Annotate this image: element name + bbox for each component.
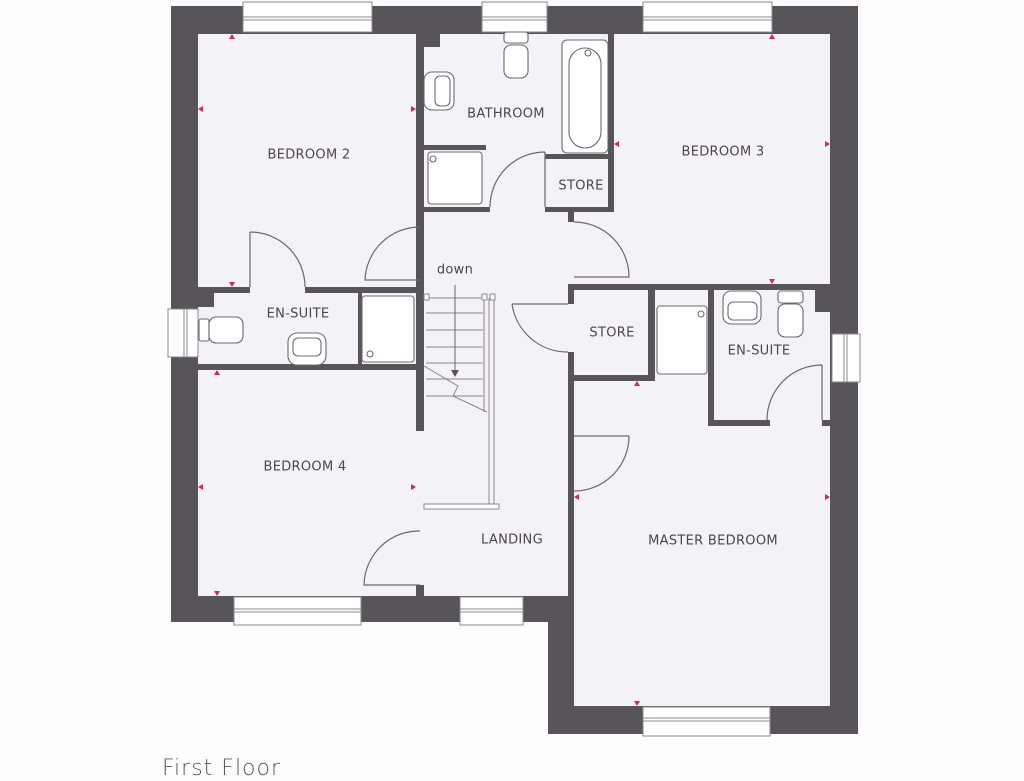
stairs-direction-label: down — [436, 262, 474, 278]
window-en-suite-2 — [831, 333, 861, 383]
room-label-store-2: STORE — [589, 325, 635, 341]
door-bedroom-2-landing — [364, 226, 421, 281]
room-label-bathroom: BATHROOM — [467, 106, 545, 122]
window-bathroom — [481, 1, 548, 33]
shower-tray — [656, 305, 708, 375]
door-bathroom — [489, 151, 546, 208]
interior-walls — [198, 34, 830, 620]
staircase — [423, 285, 500, 510]
fixtures — [198, 31, 804, 375]
door-bedroom-2 — [249, 231, 306, 288]
window-en-suite-1 — [167, 308, 199, 358]
toilet-bowl — [208, 316, 244, 344]
stairs-down-arrow-icon — [451, 370, 459, 377]
room-label-bedroom-3: BEDROOM 3 — [681, 144, 765, 160]
toilet-cistern — [777, 290, 804, 304]
doors — [249, 151, 823, 586]
room-label-bedroom-2: BEDROOM 2 — [267, 147, 351, 163]
toilet-cistern — [198, 318, 210, 342]
window-bedroom-4 — [233, 596, 362, 626]
door-store-2 — [511, 303, 569, 353]
toilet-bowl — [777, 303, 804, 338]
window-master-bedroom — [642, 706, 771, 737]
room-label-landing: LANDING — [481, 532, 543, 548]
toilet-cistern — [503, 31, 529, 44]
door-bedroom-4 — [363, 530, 421, 586]
window-bedroom-3 — [642, 1, 773, 33]
room-label-master-bedroom: MASTER BEDROOM — [648, 533, 778, 549]
windows — [167, 1, 861, 737]
room-label-store-1: STORE — [558, 178, 604, 194]
door-bedroom-3 — [573, 221, 630, 278]
door-master-bedroom — [573, 435, 630, 492]
shower-tray — [427, 151, 483, 205]
shower-tray — [361, 295, 415, 363]
window-bedroom-2 — [242, 1, 373, 33]
room-label-en-suite-1: EN-SUITE — [266, 306, 330, 322]
dimension-markers — [198, 34, 830, 706]
window-landing — [459, 596, 524, 626]
room-label-bedroom-4: BEDROOM 4 — [263, 459, 347, 475]
toilet-bowl — [503, 44, 529, 79]
room-label-en-suite-2: EN-SUITE — [727, 343, 791, 359]
floor-title: First Floor — [162, 756, 282, 781]
door-en-suite-2 — [766, 364, 823, 421]
